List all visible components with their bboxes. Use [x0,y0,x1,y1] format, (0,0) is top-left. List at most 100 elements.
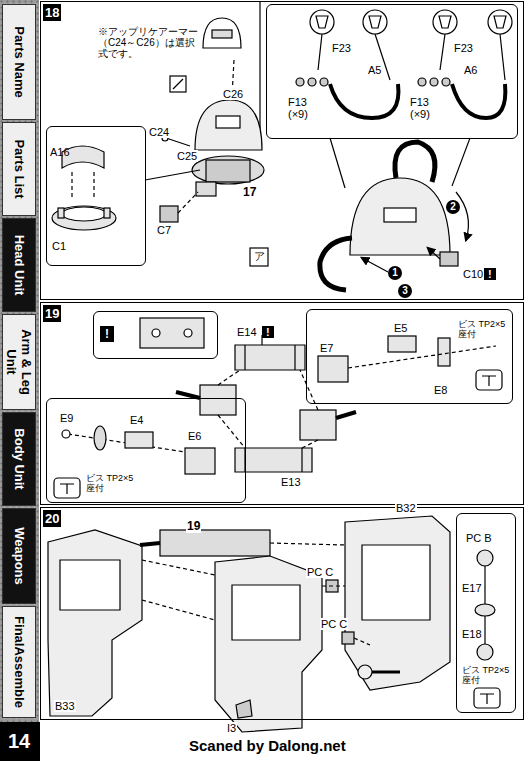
ball-joint [484,616,485,644]
hose-parts [452,138,470,186]
order-number: 2 [446,200,460,214]
leg-frames [345,516,450,690]
frame-parts [300,410,336,440]
leg-frames [342,632,354,644]
screw-parts [348,346,496,368]
section-tab: Arm & Leg Unit [2,314,36,410]
screw-parts [54,336,502,498]
part-label: PC B [466,532,492,544]
leg-frames [270,543,345,545]
divider [259,1,260,140]
head-parts [192,156,264,184]
part-label: F23 [454,42,473,54]
screw-parts [125,432,153,448]
leg-frames [140,543,160,545]
head-assembly [384,208,416,222]
frame-parts [200,385,236,415]
hose-parts [488,10,512,34]
leg-frames [232,585,300,640]
section-tab: Head Unit [2,218,36,312]
hose-parts [418,78,426,86]
part-label: 19 [43,305,61,322]
hose-parts [439,16,451,28]
tab-label: Weapons [12,513,27,599]
part-label: B33 [54,700,76,712]
tab-label: Head Unit [12,223,27,307]
watermark: Scaned by Dalong.net [188,737,347,754]
leg-frames [160,530,270,556]
screw-parts [54,478,80,498]
frame-parts [235,448,312,472]
leg-frames [354,638,370,645]
part-label: E9 [60,412,73,424]
part-label: E7 [320,342,333,354]
part-label: E17 [462,582,482,594]
sidebar [0,0,39,761]
part-label: A5 [368,64,381,76]
part-label: PC C [306,566,334,578]
part-label: C24 [148,126,170,138]
frame-parts [302,440,318,448]
leg-frames [372,671,400,674]
screw-parts [482,376,496,386]
part-label: B32 [395,502,417,514]
hose-parts [442,78,450,86]
hose-parts [430,78,438,86]
screw-parts [60,484,74,494]
detail-inset: A16C1 [46,126,146,266]
inset-parts [104,208,110,218]
hose-parts [363,10,387,34]
hose-parts [318,34,322,70]
hose-parts [330,138,345,188]
icon-label: ア [253,250,266,262]
leg-frames [142,600,215,620]
head-parts [196,182,216,196]
screw-parts [318,356,348,382]
head-assembly [395,142,435,182]
part-label: ! [100,326,114,342]
inset-parts [58,208,64,218]
leg-frames [215,556,322,732]
leg-frames [142,560,215,575]
tab-label: Parts List [12,127,27,211]
step-panel: 20PC BE17E18ビス TP2×5座付 [40,507,524,720]
hose-parts [316,16,328,28]
hose-parts [310,10,334,34]
leg-frames [48,530,142,716]
head-assembly [320,238,352,290]
screw-parts [388,336,416,352]
page-number: 14 [0,722,40,761]
order-number: 3 [398,284,412,298]
tab-label: Arm & Leg Unit [4,319,34,405]
part-label: A16 [50,146,70,158]
part-label: 20 [43,510,61,527]
screw-parts [94,426,106,450]
head-parts [145,60,268,266]
tab-label: Body Unit [12,417,27,501]
part-label: PC C [320,618,348,630]
step-ref: 17 [242,186,257,199]
frame-parts [244,345,245,370]
warning-mark: ! [262,326,274,338]
part-label: A6 [464,64,477,76]
step-panel: 19!E9ビス TP2×5座付E4E6E7E5E8ビス TP2×5座付 [40,302,524,505]
frame-parts [300,370,318,410]
leg-frames [362,545,430,620]
frame-parts [294,345,295,370]
hose-parts [320,78,328,86]
frame-parts [140,318,204,348]
hose-parts [369,16,381,28]
hose-parts [308,78,316,86]
part-label: E4 [130,414,143,426]
part-label: I3 [226,722,237,734]
screw-parts [185,448,215,474]
part-label: (×9) [288,108,308,120]
part-label: E13 [280,476,302,488]
part-label: C25 [176,150,198,162]
part-label: E6 [188,430,201,442]
hose-parts [296,10,512,188]
part-label: 14 [8,730,30,753]
detail-inset: PC BE17E18ビス TP2×5座付 [456,513,516,713]
